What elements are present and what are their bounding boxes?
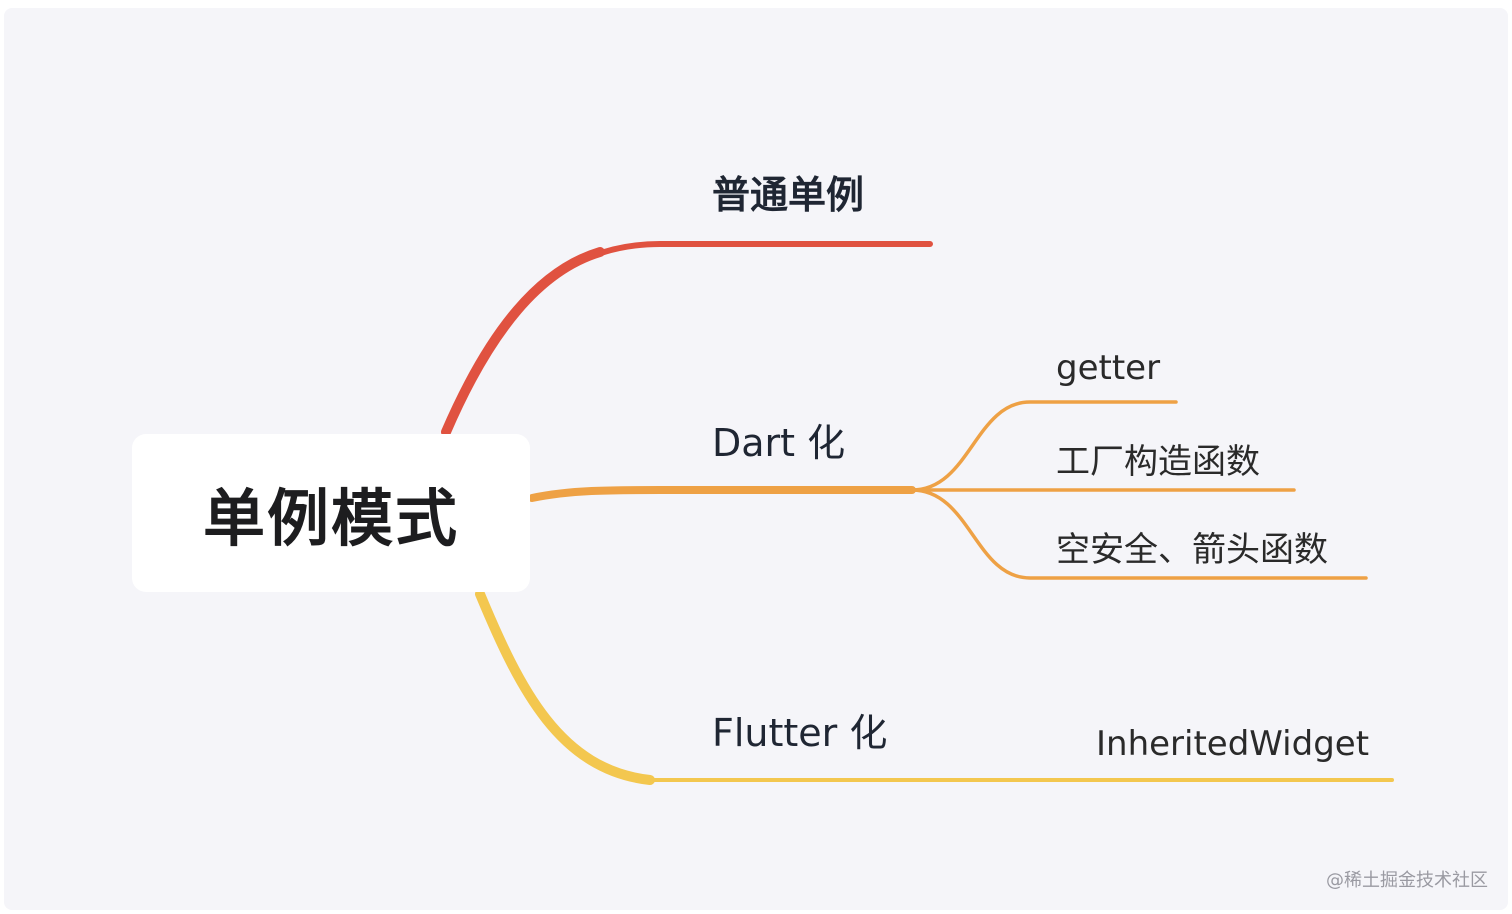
leaf-flutter-inheritedwidget[interactable]: InheritedWidget (1096, 724, 1370, 764)
connector-dart-nullsafe (910, 488, 1368, 580)
root-node[interactable]: 单例模式 (132, 434, 530, 592)
connector-normal (443, 241, 933, 435)
leaf-dart-nullsafe[interactable]: 空安全、箭头函数 (1056, 530, 1328, 570)
leaf-dart-factory[interactable]: 工厂构造函数 (1056, 442, 1260, 482)
root-node-label: 单例模式 (202, 482, 459, 555)
branch-flutter-label[interactable]: Flutter 化 (712, 711, 888, 755)
watermark: @稀土掘金技术社区 (1326, 870, 1488, 891)
connector-dart-getter (910, 400, 1178, 492)
connector-dart (528, 486, 916, 502)
connector-normal-thick (441, 247, 605, 437)
leaf-dart-getter[interactable]: getter (1056, 348, 1161, 388)
branch-dart-label[interactable]: Dart 化 (712, 421, 846, 465)
branch-normal-label[interactable]: 普通单例 (712, 173, 865, 217)
connector-flutter-thick (475, 589, 655, 785)
